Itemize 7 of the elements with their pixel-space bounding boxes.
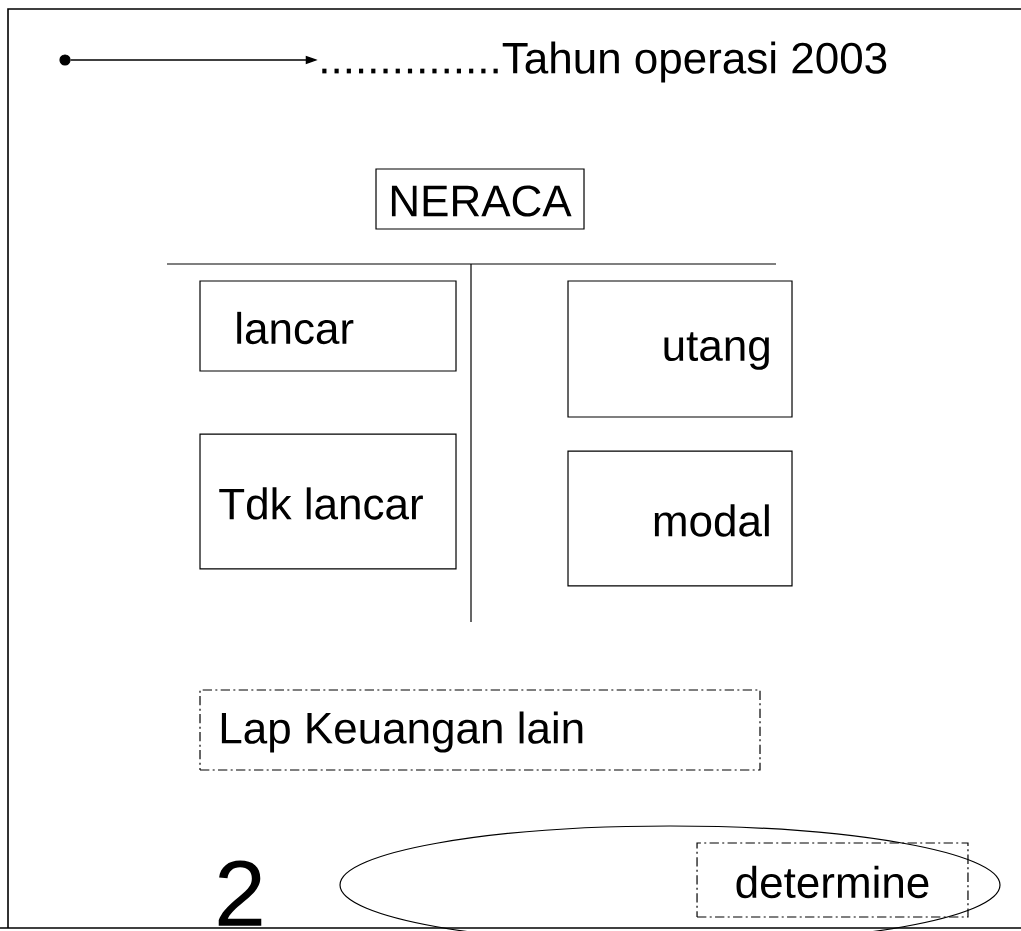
text: ...............Tahun operasi 2003 bbox=[322, 41, 887, 83]
text-box: lancar bbox=[199, 280, 457, 372]
text-box: utang bbox=[567, 280, 793, 418]
text-box: NERACA bbox=[375, 168, 585, 230]
text-box: Tdk lancar bbox=[199, 433, 457, 570]
text-box: modal bbox=[567, 450, 793, 587]
big-numeral: 2 bbox=[218, 860, 262, 926]
